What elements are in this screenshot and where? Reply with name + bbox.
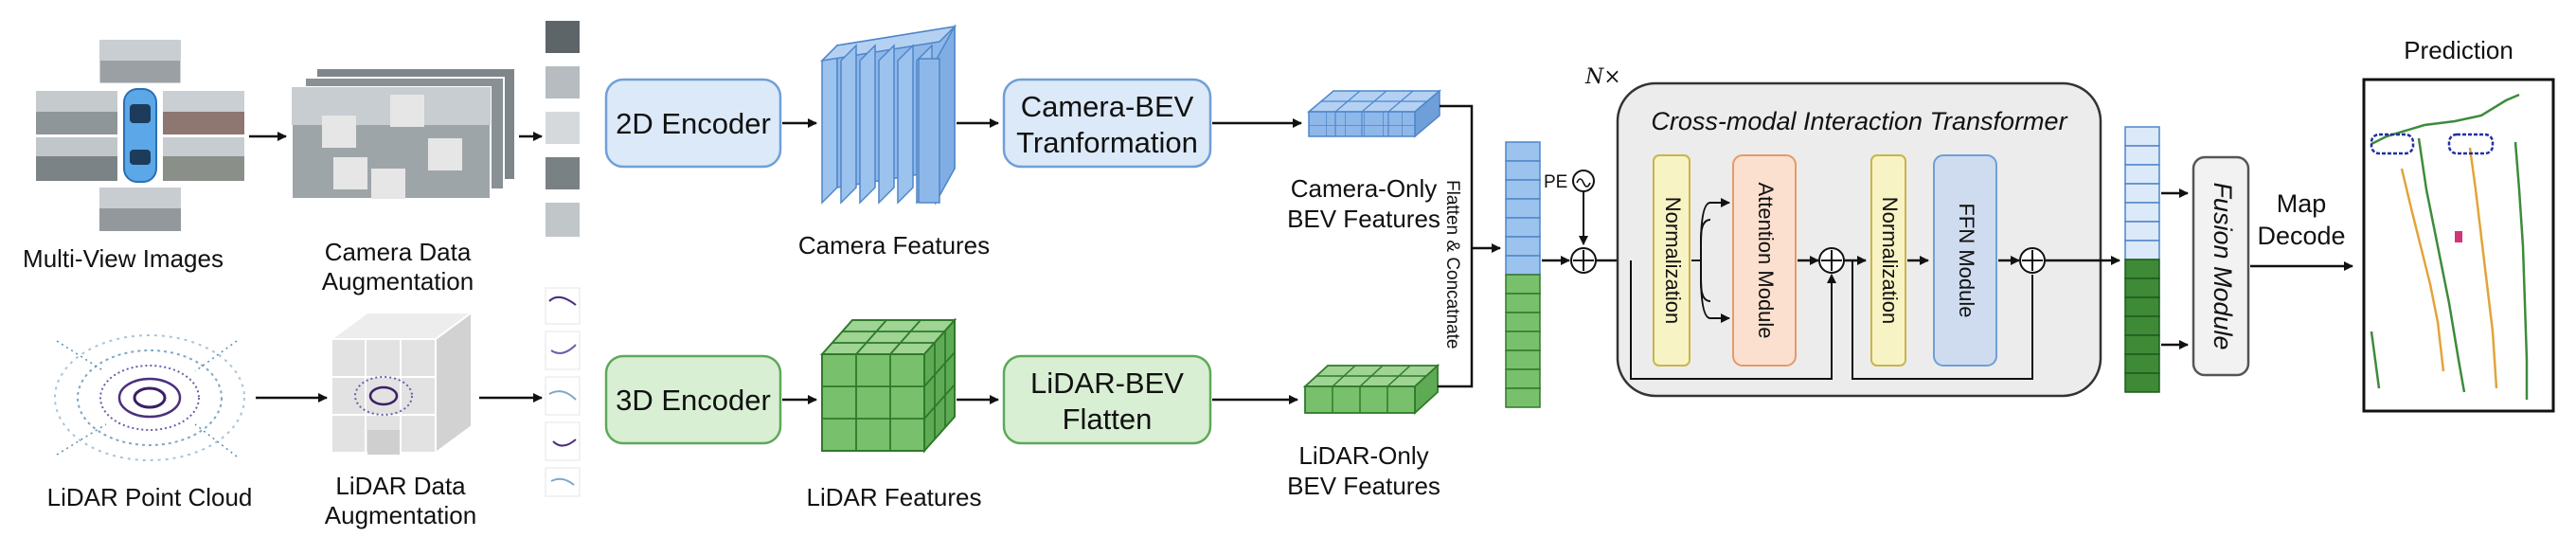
residual-add-2-icon [2019, 247, 2046, 274]
lidar-bev-label-line1: LiDAR-BEV [1030, 367, 1184, 400]
positional-encoding-icon [1572, 170, 1595, 192]
flatten-concatenate-label: Flatten & Concatnate [1442, 180, 1462, 349]
camera-augmentation-label-line2: Augmentation [322, 267, 474, 295]
fusion-module-label: Fusion Module [2209, 182, 2237, 349]
concatenated-token-column [1505, 141, 1541, 408]
pe-label: PE [1544, 172, 1567, 192]
attention-module-label: Attention Module [1754, 182, 1778, 338]
multi-view-images-label: Multi-View Images [23, 244, 224, 273]
lidar-token-strip [545, 287, 581, 497]
normalization-2-label: Normalization [1878, 197, 1902, 325]
normalization-2-box [1870, 154, 1906, 367]
output-token-column [2124, 126, 2160, 393]
camera-augmentation-label-line1: Camera Data [325, 238, 472, 266]
lidar-features-cube [819, 317, 957, 454]
camera-augmentation-images [291, 67, 516, 200]
map-decode-label-line2: Decode [2257, 222, 2345, 250]
multi-view-images [36, 39, 244, 231]
3d-encoder-box [604, 354, 782, 445]
attention-module-box [1732, 154, 1797, 367]
lidar-bev-flatten-box [1002, 354, 1212, 445]
transformer-title: Cross-modal Interaction Transformer [1651, 107, 2067, 135]
lidar-bev-features-label-line2: BEV Features [1287, 472, 1440, 500]
pe-add-icon [1570, 247, 1597, 274]
camera-bev-features-block [1306, 89, 1442, 138]
lidar-bev-features-block [1302, 363, 1440, 416]
prediction-map [2362, 78, 2555, 413]
camera-features-stack [819, 24, 957, 206]
prediction-label: Prediction [2404, 36, 2513, 64]
camera-features-label: Camera Features [798, 231, 990, 260]
residual-add-1-icon [1818, 247, 1845, 274]
2d-encoder-label: 2D Encoder [616, 107, 771, 140]
camera-bev-label-line1: Camera-BEV [1021, 90, 1194, 123]
ffn-module-box [1933, 154, 1997, 367]
camera-bev-features-label-line2: BEV Features [1287, 205, 1440, 233]
lidar-point-cloud-label: LiDAR Point Cloud [47, 483, 253, 511]
camera-bev-features-label-line1: Camera-Only [1291, 174, 1438, 203]
lidar-point-cloud-image [38, 322, 254, 474]
camera-bev-transformation-box [1002, 78, 1212, 169]
lidar-augmentation-label-line1: LiDAR Data [335, 472, 466, 500]
2d-encoder-box [604, 78, 782, 169]
ffn-module-label: FFN Module [1955, 203, 1978, 317]
3d-encoder-label: 3D Encoder [616, 384, 771, 417]
map-decode-label-line1: Map [2277, 189, 2327, 218]
lidar-bev-label-line2: Flatten [1063, 403, 1153, 436]
lidar-features-label: LiDAR Features [807, 483, 982, 511]
normalization-1-box [1653, 154, 1690, 367]
camera-bev-label-line2: Tranformation [1016, 126, 1198, 159]
lidar-augmentation-label-line2: Augmentation [325, 501, 476, 529]
lidar-bev-features-label-line1: LiDAR-Only [1298, 441, 1428, 470]
fusion-module-box [2191, 155, 2250, 377]
camera-token-strip [546, 21, 580, 237]
repeat-count-label: N× [1584, 65, 1621, 89]
lidar-augmentation-cube [328, 311, 475, 455]
normalization-1-label: Normalization [1661, 197, 1685, 325]
